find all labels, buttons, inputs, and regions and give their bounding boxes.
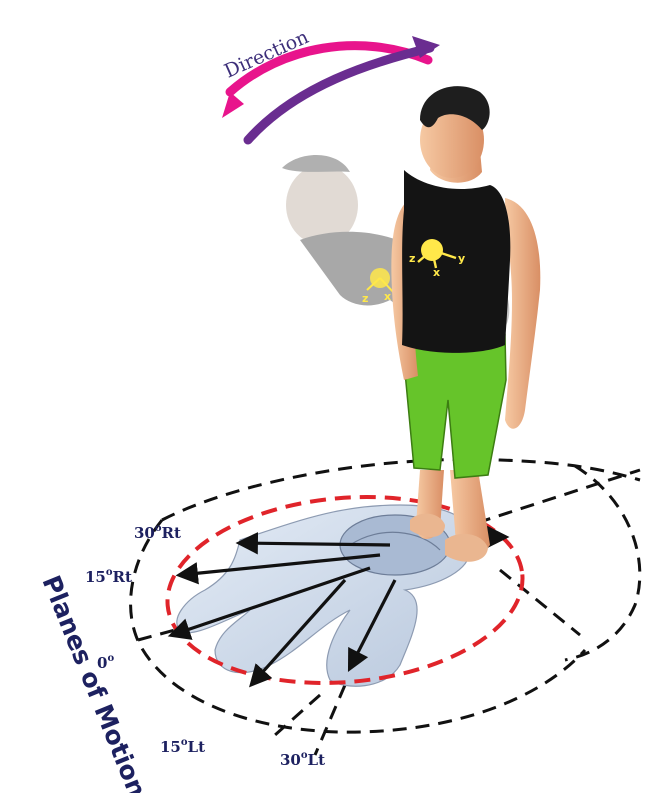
angle-label-30-lt: 30oLt bbox=[280, 750, 325, 769]
planes-of-motion-title: Planes of Motion bbox=[36, 571, 151, 793]
motion-arrow-icon bbox=[240, 543, 390, 545]
angle-label-30-rt: 30oRt bbox=[134, 523, 181, 542]
angle-label-15-lt: 15oLt bbox=[160, 737, 205, 756]
main-axis-z: z bbox=[409, 252, 415, 265]
ghost-axis-z: z bbox=[362, 292, 368, 305]
main-axis-x: x bbox=[433, 266, 440, 279]
ghost-axis-x: x bbox=[384, 290, 391, 303]
shorts bbox=[402, 335, 506, 478]
angle-label-15-rt: 15oRt bbox=[85, 567, 132, 586]
main-figure bbox=[391, 86, 540, 562]
main-axis-y: y bbox=[458, 252, 465, 265]
